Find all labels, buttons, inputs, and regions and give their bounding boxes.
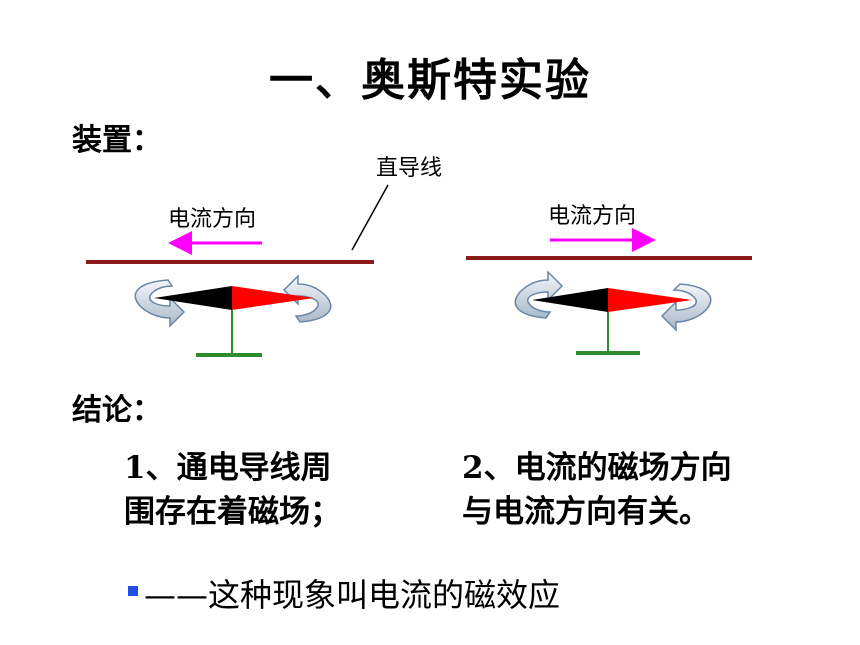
left-current-label: 电流方向 bbox=[168, 207, 257, 232]
wire-label: 直导线 bbox=[376, 156, 443, 181]
conclusion-2-line-1: 2、电流的磁场方向 bbox=[462, 450, 732, 486]
conclusion-1-line-1: 1、通电导线周 bbox=[124, 450, 332, 486]
left-needle-black bbox=[154, 286, 232, 310]
wire-pointer-line bbox=[351, 184, 389, 251]
slide-title: 一、奥斯特实验 bbox=[269, 55, 591, 106]
apparatus-label: 装置： bbox=[72, 123, 162, 158]
right-needle-black bbox=[532, 288, 608, 312]
effect-line: ——这种现象叫电流的磁效应 bbox=[128, 570, 560, 616]
left-needle-red bbox=[232, 286, 314, 310]
conclusion-1: 1、通电导线周 围存在着磁场； bbox=[124, 446, 341, 534]
left-setup bbox=[86, 231, 374, 357]
conclusion-2: 2、电流的磁场方向 与电流方向有关。 bbox=[462, 446, 732, 534]
conclusion-label: 结论： bbox=[72, 393, 162, 428]
left-rotation-arrow-1 bbox=[134, 279, 186, 328]
bullet-icon bbox=[128, 586, 138, 596]
right-setup bbox=[466, 228, 752, 355]
conclusion-2-line-2: 与电流方向有关。 bbox=[462, 494, 710, 530]
right-needle-red bbox=[608, 288, 692, 312]
right-rotation-arrow-1 bbox=[514, 270, 564, 319]
conclusion-1-line-2: 围存在着磁场； bbox=[124, 494, 341, 530]
right-rotation-arrow-2 bbox=[660, 283, 712, 332]
effect-text: ——这种现象叫电流的磁效应 bbox=[144, 576, 561, 614]
right-current-label: 电流方向 bbox=[548, 204, 637, 229]
